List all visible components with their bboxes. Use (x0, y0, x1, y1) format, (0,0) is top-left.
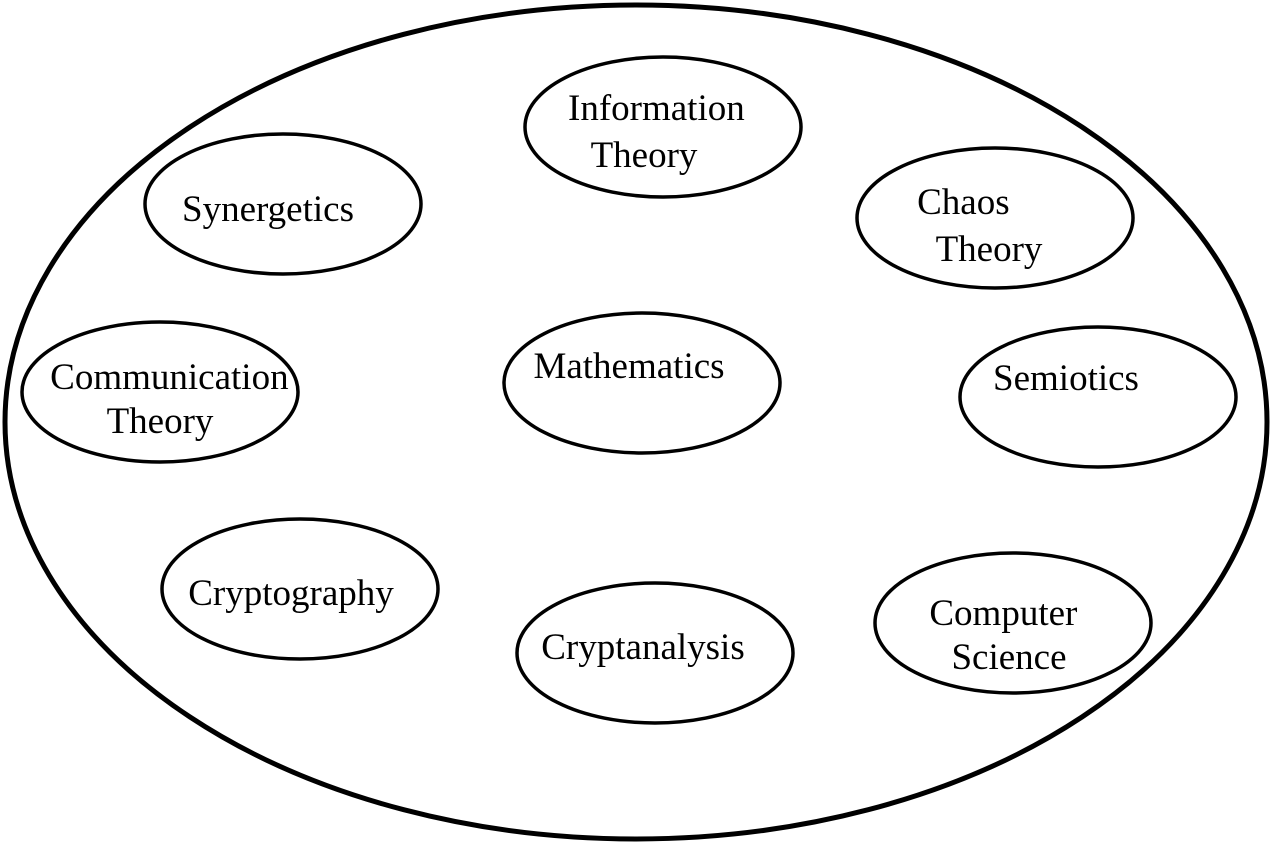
node-communication-theory: Communication Theory (20, 320, 300, 464)
node-synergetics-ellipse (143, 132, 423, 276)
node-label-line: Theory (107, 401, 214, 442)
node-label-line: Mathematics (533, 346, 724, 387)
node-mathematics-label: Mathematics (533, 346, 724, 387)
node-label-line: Semiotics (993, 358, 1139, 399)
node-computer-science: Computer Science (873, 551, 1153, 695)
node-cryptanalysis-ellipse (515, 581, 795, 725)
node-information-theory: Information Theory (523, 55, 803, 199)
node-information-theory-ellipse (523, 55, 803, 199)
node-label-line: Chaos (917, 182, 1010, 223)
node-label-line: Science (951, 637, 1066, 678)
node-cryptography-label: Cryptography (188, 573, 394, 614)
node-semiotics-label: Semiotics (993, 358, 1139, 399)
node-communication-theory-label: Communication Theory (50, 357, 298, 442)
node-semiotics-ellipse (958, 325, 1238, 469)
node-cryptanalysis-label: Cryptanalysis (541, 627, 744, 668)
node-label-line: Information (568, 88, 745, 129)
node-label-line: Cryptography (188, 573, 394, 614)
node-computer-science-ellipse (873, 551, 1153, 695)
node-semiotics: Semiotics (958, 325, 1238, 469)
node-cryptanalysis: Cryptanalysis (515, 581, 795, 725)
node-mathematics-ellipse (502, 311, 782, 455)
node-cryptography: Cryptography (160, 517, 440, 661)
node-computer-science-label: Computer Science (929, 593, 1086, 678)
node-cryptography-ellipse (160, 517, 440, 661)
node-chaos-theory: Chaos Theory (855, 146, 1135, 290)
node-label-line: Cryptanalysis (541, 627, 744, 668)
node-mathematics: Mathematics (502, 311, 782, 455)
node-communication-theory-ellipse (20, 320, 300, 464)
node-label-line: Communication (50, 357, 288, 398)
node-information-theory-label: Information Theory (568, 88, 754, 176)
node-label-line: Computer (929, 593, 1077, 634)
node-label-line: Synergetics (182, 189, 354, 230)
node-synergetics: Synergetics (143, 132, 423, 276)
node-label-line: Theory (591, 135, 698, 176)
node-chaos-theory-label: Chaos Theory (917, 182, 1043, 270)
node-chaos-theory-ellipse (855, 146, 1135, 290)
node-label-line: Theory (936, 229, 1043, 270)
node-synergetics-label: Synergetics (182, 189, 354, 230)
